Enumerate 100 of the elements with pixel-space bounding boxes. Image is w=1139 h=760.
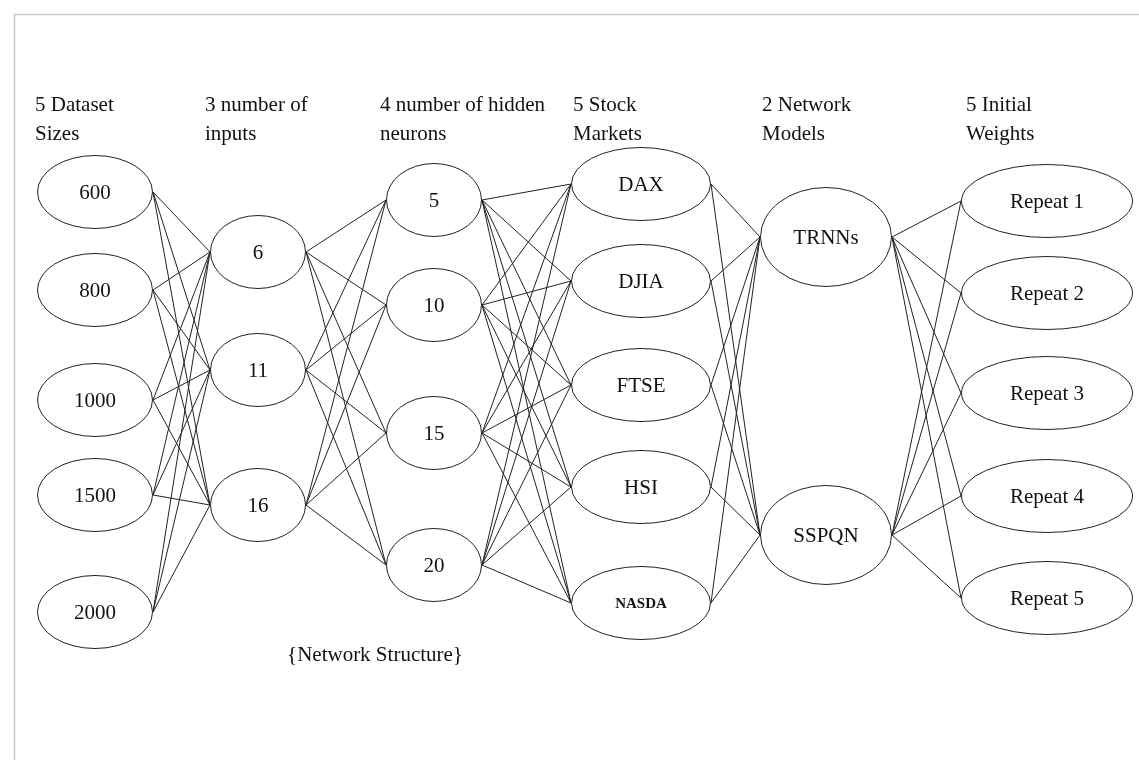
- connector-line: [481, 199, 572, 282]
- connector-line: [481, 486, 572, 566]
- ellipse-node: [961, 459, 1133, 533]
- connector-line: [305, 432, 387, 506]
- connector-line: [481, 564, 572, 604]
- node-label: TRNNs: [793, 224, 859, 250]
- connector-line: [710, 236, 761, 282]
- connector-line: [710, 384, 761, 536]
- ellipse-node: [386, 268, 482, 342]
- ellipse-node: [571, 348, 711, 422]
- connector-line: [891, 200, 962, 238]
- connector-line: [305, 199, 387, 371]
- connector-line: [152, 251, 211, 291]
- column-heading: 4 number of hidden neurons: [380, 91, 547, 148]
- connector-line: [305, 304, 387, 371]
- node-label: 800: [79, 277, 111, 303]
- connector-line: [891, 534, 962, 599]
- connector-line: [305, 304, 387, 506]
- node-label: 2000: [74, 599, 116, 625]
- connector-line: [305, 369, 387, 434]
- connector-line: [891, 236, 962, 394]
- connector-line: [710, 236, 761, 386]
- node-label: FTSE: [616, 372, 666, 398]
- connector-line: [481, 384, 572, 434]
- node-label: 11: [247, 357, 269, 383]
- node-label: Repeat 5: [1009, 585, 1085, 611]
- connector-line: [481, 280, 572, 434]
- ellipse-node: [210, 333, 306, 407]
- connector-line: [481, 183, 572, 306]
- node-label: 600: [79, 179, 111, 205]
- connector-line: [891, 392, 962, 536]
- ellipse-node: [37, 253, 153, 327]
- column-heading: 2 Network Models: [762, 91, 853, 148]
- connector-line: [152, 494, 211, 506]
- column-heading: 5 Stock Markets: [573, 91, 643, 148]
- ellipse-node: [386, 396, 482, 470]
- connector-line: [481, 183, 572, 201]
- column-heading: 5 Initial Weights: [966, 91, 1036, 148]
- ellipse-node: [37, 458, 153, 532]
- connector-line: [152, 251, 211, 401]
- ellipse-node: [571, 147, 711, 221]
- connector-line: [481, 304, 572, 488]
- ellipse-node: [210, 468, 306, 542]
- column-heading: 5 Dataset Sizes: [35, 91, 115, 148]
- connector-line: [152, 191, 211, 253]
- node-label: HSI: [624, 474, 658, 500]
- connector-line: [481, 384, 572, 566]
- node-label: 6: [252, 239, 264, 265]
- node-label: DAX: [618, 171, 664, 197]
- connector-line: [152, 399, 211, 506]
- node-label: 1500: [74, 482, 116, 508]
- ellipse-node: [961, 356, 1133, 430]
- node-label: DJIA: [618, 268, 664, 294]
- column-heading: 3 number of inputs: [205, 91, 309, 148]
- connector-line: [891, 236, 962, 294]
- ellipse-node: [571, 566, 711, 640]
- ellipse-node: [961, 256, 1133, 330]
- caption-text: {Network Structure}: [286, 641, 464, 668]
- connector-line: [152, 504, 211, 613]
- connector-line: [481, 304, 572, 604]
- connector-line: [305, 251, 387, 306]
- connector-line: [891, 495, 962, 536]
- ellipse-node: [37, 155, 153, 229]
- connector-line: [305, 251, 387, 434]
- connector-line: [710, 183, 761, 238]
- connector-line: [481, 199, 572, 386]
- ellipse-node: [760, 485, 892, 585]
- node-label: SSPQN: [793, 522, 859, 548]
- ellipse-node: [37, 575, 153, 649]
- node-label: Repeat 1: [1009, 188, 1085, 214]
- connector-line: [152, 369, 211, 496]
- connector-line: [481, 432, 572, 604]
- connector-line: [481, 280, 572, 306]
- connector-line: [152, 289, 211, 371]
- ellipse-node: [37, 363, 153, 437]
- connector-line: [710, 534, 761, 604]
- node-label: 10: [423, 292, 445, 318]
- ellipse-node: [760, 187, 892, 287]
- node-label: Repeat 4: [1009, 483, 1085, 509]
- ellipse-node: [210, 215, 306, 289]
- ellipse-node: [961, 561, 1133, 635]
- ellipse-node: [386, 163, 482, 237]
- node-label: 20: [423, 552, 445, 578]
- connector-line: [152, 289, 211, 506]
- node-label: NASDA: [615, 594, 667, 612]
- connector-line: [481, 304, 572, 386]
- node-label: 15: [423, 420, 445, 446]
- node-label: 1000: [74, 387, 116, 413]
- node-label: 16: [247, 492, 269, 518]
- connector-line: [305, 369, 387, 566]
- connector-line: [152, 369, 211, 401]
- connector-line: [305, 199, 387, 253]
- node-label: Repeat 2: [1009, 280, 1085, 306]
- ellipse-node: [386, 528, 482, 602]
- node-label: Repeat 3: [1009, 380, 1085, 406]
- connector-line: [710, 486, 761, 536]
- ellipse-node: [961, 164, 1133, 238]
- ellipse-node: [571, 244, 711, 318]
- connector-line: [305, 504, 387, 566]
- ellipse-node: [571, 450, 711, 524]
